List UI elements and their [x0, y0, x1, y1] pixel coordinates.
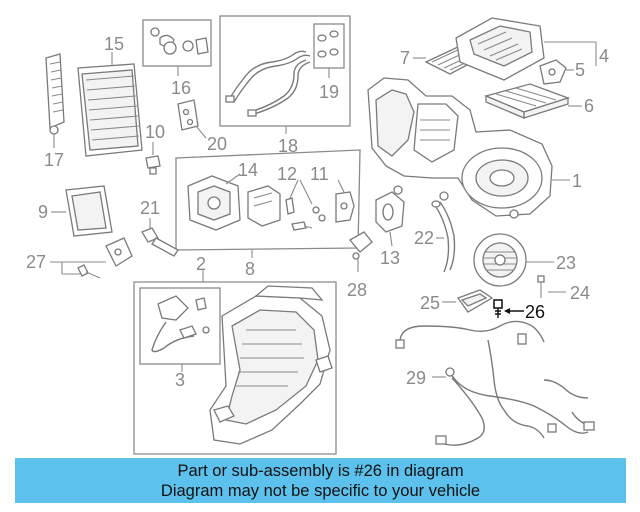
part-13-bracket	[375, 191, 405, 247]
callout-13[interactable]: 13	[380, 248, 400, 268]
group-box-16	[142, 19, 212, 67]
part-15-evaporator	[77, 52, 143, 157]
callout-26[interactable]: 26	[525, 302, 545, 322]
part-25-resistor	[456, 289, 494, 313]
part-1-hvac-case	[367, 77, 553, 219]
part-10-sensor	[145, 142, 161, 175]
callout-28[interactable]: 28	[347, 280, 367, 300]
part-14-gasket	[187, 173, 241, 231]
part-18-pipes	[225, 50, 311, 117]
callout-22[interactable]: 22	[414, 228, 434, 248]
callout-25[interactable]: 25	[420, 293, 440, 313]
part-26-screw	[493, 299, 503, 318]
banner-line-1: Part or sub-assembly is #26 in diagram	[177, 461, 464, 480]
callout-17[interactable]: 17	[44, 150, 64, 170]
callout-2[interactable]: 2	[196, 254, 206, 274]
callout-23[interactable]: 23	[556, 253, 576, 273]
callout-6[interactable]: 6	[584, 96, 594, 116]
part-16-fittings	[150, 27, 209, 76]
callout-29[interactable]: 29	[406, 368, 426, 388]
callout-8[interactable]: 8	[245, 259, 255, 279]
callout-4[interactable]: 4	[599, 46, 609, 66]
callout-21[interactable]: 21	[140, 198, 160, 218]
callout-16[interactable]: 16	[171, 78, 191, 98]
callout-9[interactable]: 9	[38, 202, 48, 222]
callout-3[interactable]: 3	[175, 370, 185, 390]
info-banner: Part or sub-assembly is #26 in diagram D…	[15, 458, 626, 503]
group-box-3	[139, 287, 221, 365]
parts-diagram: 15 17 16 10 20 18	[26, 15, 609, 455]
part-4-housing-top	[455, 17, 545, 81]
part-14b-module	[247, 185, 281, 227]
part-22-hose	[431, 200, 456, 273]
part-19-orings	[317, 30, 339, 78]
group-box-2	[133, 281, 337, 455]
part-24-bolt	[537, 275, 545, 298]
callout-7[interactable]: 7	[400, 48, 410, 68]
callout-12[interactable]: 12	[277, 164, 297, 184]
part-3-linkage	[151, 295, 210, 353]
part-27-bracket	[77, 237, 133, 279]
callout-10[interactable]: 10	[145, 122, 165, 142]
banner-line-2: Diagram may not be specific to your vehi…	[160, 481, 481, 500]
callout-19[interactable]: 19	[319, 82, 339, 102]
callout-18[interactable]: 18	[278, 136, 298, 156]
callout-1[interactable]: 1	[572, 171, 582, 191]
callout-14[interactable]: 14	[238, 160, 258, 180]
group-box-18	[219, 15, 351, 127]
callout-27[interactable]: 27	[26, 252, 46, 272]
callout-11[interactable]: 11	[310, 164, 329, 184]
group-box-19	[313, 23, 345, 69]
part-29-harness	[395, 320, 595, 446]
part-28-clip	[349, 231, 373, 272]
part-23-blower	[473, 233, 527, 287]
callout-20[interactable]: 20	[207, 134, 227, 154]
part-12-clip	[285, 179, 326, 231]
part-20-bracket	[177, 99, 207, 139]
part-2-lower-case	[209, 285, 333, 445]
callout-5[interactable]: 5	[575, 60, 585, 80]
part-9-filter	[65, 185, 113, 237]
part-5-actuator	[539, 59, 567, 85]
part-21-sensor	[141, 227, 179, 257]
callout-24[interactable]: 24	[570, 283, 590, 303]
part-6-filter	[484, 83, 571, 119]
part-11-valve	[335, 179, 355, 223]
part-17-seal	[45, 53, 65, 148]
arrowhead-26	[504, 308, 510, 314]
callout-15[interactable]: 15	[104, 34, 124, 54]
